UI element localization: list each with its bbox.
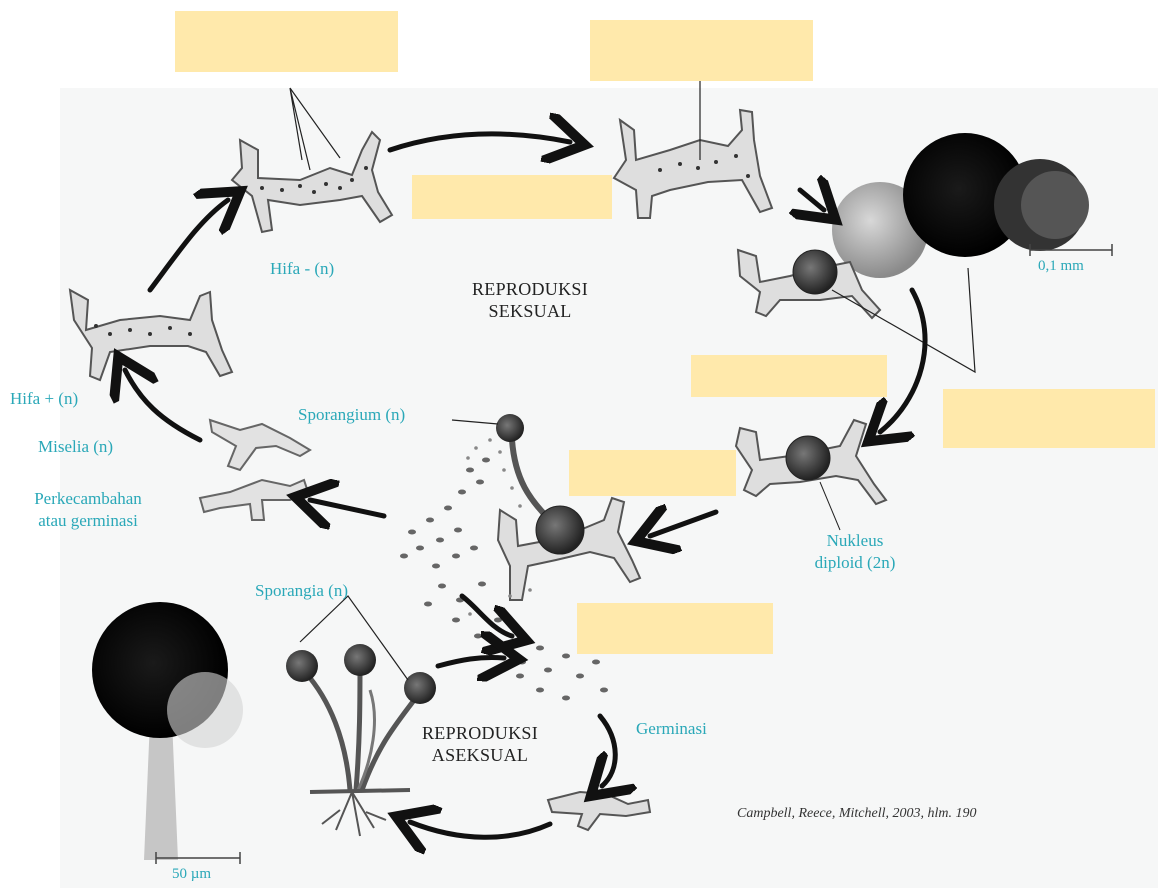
label-nukleus-line2: diploid (2n) <box>795 552 915 574</box>
answer-box-6[interactable] <box>569 450 736 496</box>
scale-label-top: 0,1 mm <box>1038 258 1084 275</box>
answer-box-5[interactable] <box>943 389 1155 448</box>
answer-box-1[interactable] <box>175 11 398 72</box>
scale-label-bottom: 50 µm <box>172 866 211 883</box>
title-sexual-line1: REPRODUKSI <box>455 278 605 300</box>
label-hifa-minus: Hifa - (n) <box>270 258 334 280</box>
label-nukleus: Nukleus diploid (2n) <box>795 530 915 574</box>
answer-box-4[interactable] <box>691 355 887 397</box>
label-germinasi: Germinasi <box>636 718 707 740</box>
zygosporangium-cluster <box>832 133 1089 278</box>
label-sporangium: Sporangium (n) <box>298 404 405 426</box>
label-perkecambahan-line2: atau germinasi <box>8 510 168 532</box>
sporangium-stalk <box>496 414 550 520</box>
title-sexual-line2: SEKSUAL <box>455 300 605 322</box>
title-asexual-line2: ASEKSUAL <box>400 744 560 766</box>
title-sexual: REPRODUKSI SEKSUAL <box>455 278 605 322</box>
answer-box-7[interactable] <box>577 603 773 654</box>
label-nukleus-line1: Nukleus <box>795 530 915 552</box>
label-perkecambahan: Perkecambahan atau germinasi <box>8 488 168 532</box>
zygospore-nukleus <box>786 436 830 480</box>
zygospore-sporangium <box>536 506 584 554</box>
label-miselia: Miselia (n) <box>38 436 113 458</box>
germinating-spore-bottom <box>548 792 650 830</box>
title-asexual-line1: REPRODUKSI <box>400 722 560 744</box>
title-asexual: REPRODUKSI ASEKSUAL <box>400 722 560 766</box>
hypha-top-left <box>232 132 392 232</box>
answer-box-3[interactable] <box>412 175 612 219</box>
citation: Campbell, Reece, Mitchell, 2003, hlm. 19… <box>737 806 977 822</box>
answer-box-2[interactable] <box>590 20 813 81</box>
sporangium-micrograph <box>92 602 243 860</box>
label-sporangia: Sporangia (n) <box>255 580 348 602</box>
zygospore-top <box>793 250 837 294</box>
label-hifa-plus: Hifa + (n) <box>10 388 78 410</box>
label-perkecambahan-line1: Perkecambahan <box>8 488 168 510</box>
hypha-top-middle <box>614 110 772 218</box>
germinating-hyphae <box>200 420 310 520</box>
